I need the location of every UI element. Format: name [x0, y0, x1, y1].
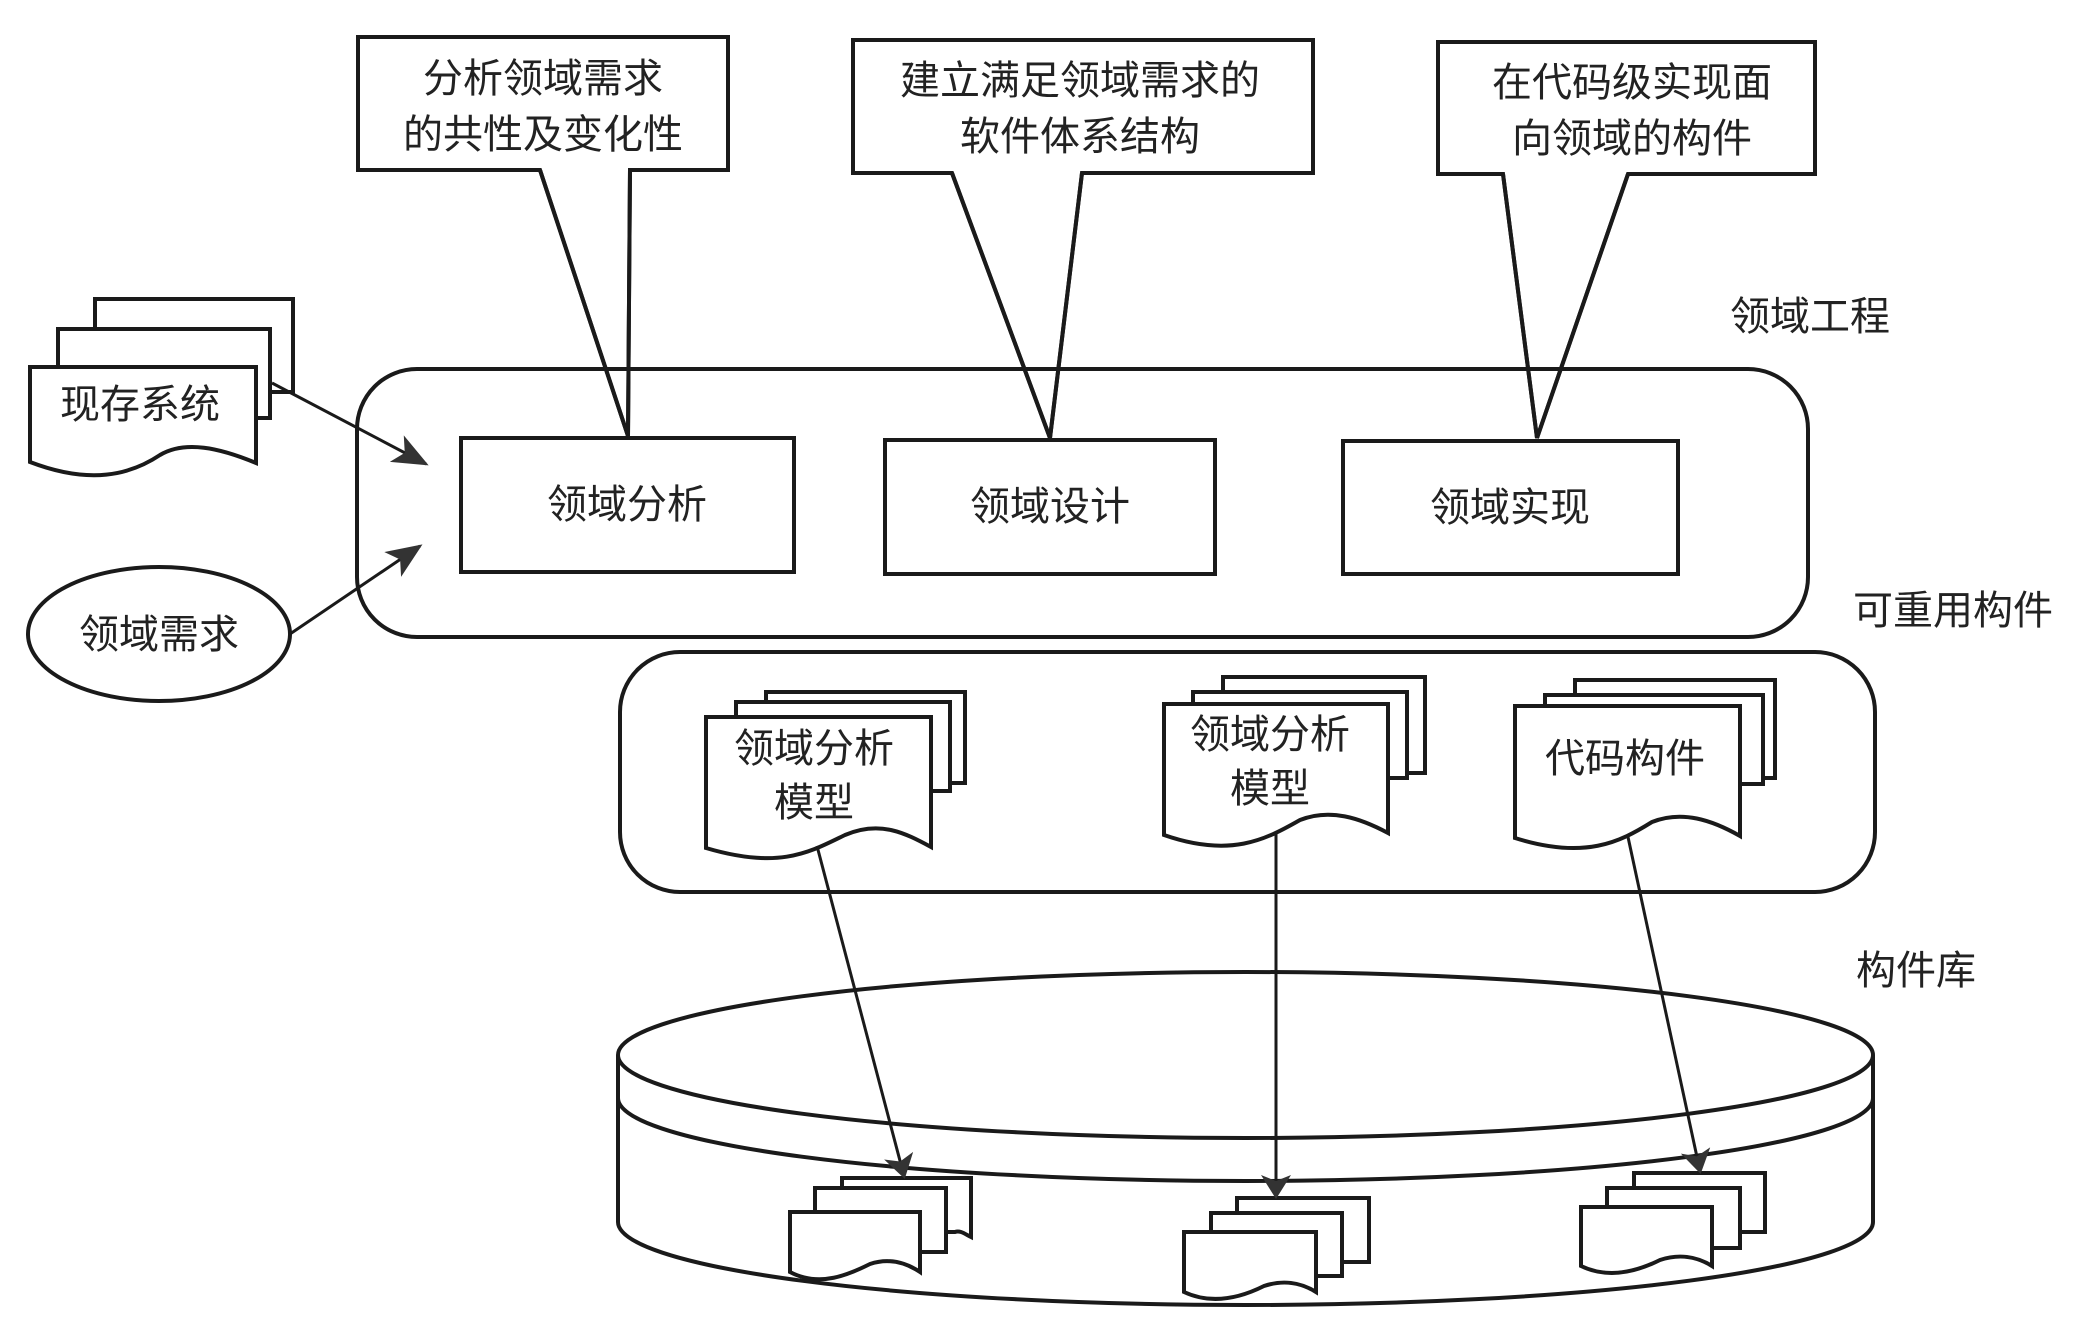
reusable-doc-stack-3: 代码构件: [1513, 678, 1777, 851]
reusable-doc-1-line-1: 领域分析: [734, 726, 894, 772]
arrow-existing-systems-to-analysis: [271, 381, 429, 466]
activity-label: 领域实现: [1430, 485, 1590, 531]
reusable-doc-2-line-1: 领域分析: [1190, 712, 1350, 758]
domain-engineering-container: [355, 367, 1810, 639]
domain-requirements-label: 领域需求: [79, 612, 239, 658]
reusable-components-container: [618, 650, 1877, 894]
callout-analysis-line-1: 分析领域需求: [423, 56, 663, 102]
callout-design-line-1: 建立满足领域需求的: [900, 58, 1260, 104]
library-doc-stack-3: [1579, 1171, 1767, 1275]
activity-domain-implementation: 领域实现: [1341, 439, 1680, 576]
activity-label: 领域分析: [547, 482, 707, 528]
callout-design: 建立满足领域需求的 软件体系结构: [851, 38, 1315, 439]
arrow-requirements-to-analysis: [289, 544, 423, 636]
reusable-doc-2-line-2: 模型: [1230, 766, 1310, 812]
activity-domain-design: 领域设计: [883, 438, 1217, 576]
component-library-cylinder: [616, 970, 1875, 1307]
callout-implementation-line-1: 在代码级实现面: [1492, 60, 1772, 106]
callout-implementation-line-2: 向领域的构件: [1512, 116, 1752, 162]
component-library-label: 构件库: [1856, 948, 1976, 994]
library-doc-stack-2: [1182, 1196, 1371, 1301]
reusable-components-label: 可重用构件: [1853, 588, 2053, 634]
library-doc-stack-1: [788, 1176, 973, 1282]
callout-implementation: 在代码级实现面 向领域的构件: [1436, 40, 1817, 439]
reusable-doc-stack-1: 领域分析 模型: [704, 690, 967, 861]
existing-systems-label: 现存系统: [60, 382, 220, 428]
callout-analysis: 分析领域需求 的共性及变化性: [356, 35, 730, 437]
existing-systems-doc-stack: 现存系统: [28, 297, 295, 478]
arrow-doc-1-to-library: [815, 845, 914, 1179]
reusable-doc-stack-2: 领域分析 模型: [1162, 675, 1427, 848]
callout-design-line-2: 软件体系结构: [960, 114, 1200, 160]
domain-engineering-label: 领域工程: [1730, 294, 1890, 340]
callout-analysis-line-2: 的共性及变化性: [403, 112, 683, 158]
activity-domain-analysis: 领域分析: [459, 436, 796, 574]
arrow-doc-3-to-library: [1626, 836, 1711, 1174]
domain-requirements-oval: 领域需求: [26, 565, 292, 703]
reusable-doc-3-line-1: 代码构件: [1545, 736, 1705, 782]
reusable-doc-1-line-2: 模型: [774, 780, 854, 826]
activity-label: 领域设计: [970, 484, 1130, 530]
